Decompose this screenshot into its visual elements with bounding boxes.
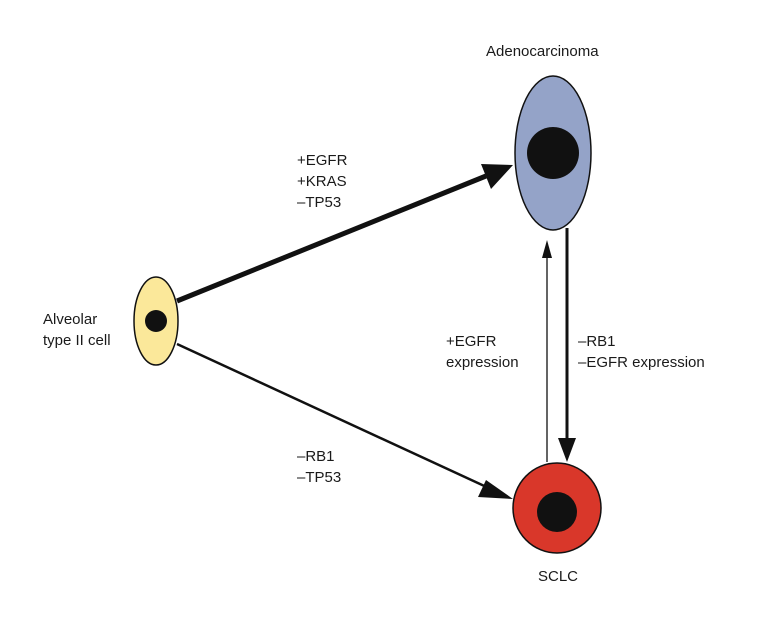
adenocarcinoma-label: Adenocarcinoma (486, 43, 599, 60)
arrow-alveolar-to-adenocarcinoma (176, 164, 513, 304)
arrow-alveolar-to-sclc (176, 342, 513, 499)
mutation-rb1-loss: –RB1 (578, 333, 616, 350)
sclc-nucleus (537, 492, 577, 532)
label-alveolar-to-sclc: –RB1 –TP53 (297, 446, 341, 488)
label-adenocarcinoma-to-sclc: –RB1 –EGFR expression (578, 331, 705, 373)
mutation-rb1-loss: –RB1 (297, 448, 335, 465)
egfr-expression-gain: +EGFR (446, 333, 497, 350)
mutation-tp53-loss: –TP53 (297, 194, 342, 211)
alveolar-label-line-2: type II cell (43, 332, 111, 349)
alveolar-nucleus (145, 310, 167, 332)
mutation-kras-gain: +KRAS (297, 173, 347, 190)
arrow-sclc-to-adenocarcinoma (542, 240, 552, 462)
sclc-label: SCLC (538, 568, 579, 585)
arrow-adenocarcinoma-to-sclc (558, 228, 576, 462)
mutation-egfr-gain: +EGFR (297, 152, 348, 169)
alveolar-label: Alveolar type II cell (43, 309, 111, 351)
label-sclc-to-adenocarcinoma: +EGFR expression (446, 331, 519, 373)
mutation-tp53-loss: –TP53 (297, 469, 342, 486)
adenocarcinoma-nucleus (527, 127, 579, 179)
sclc-cell (512, 462, 602, 554)
egfr-expression-gain-word: expression (446, 354, 519, 371)
alveolar-label-line-1: Alveolar (43, 311, 98, 328)
egfr-expression-loss: –EGFR expression (578, 354, 705, 371)
label-alveolar-to-adenocarcinoma: +EGFR +KRAS –TP53 (297, 150, 347, 213)
adenocarcinoma-cell (514, 75, 592, 231)
alveolar-cell (133, 276, 179, 366)
